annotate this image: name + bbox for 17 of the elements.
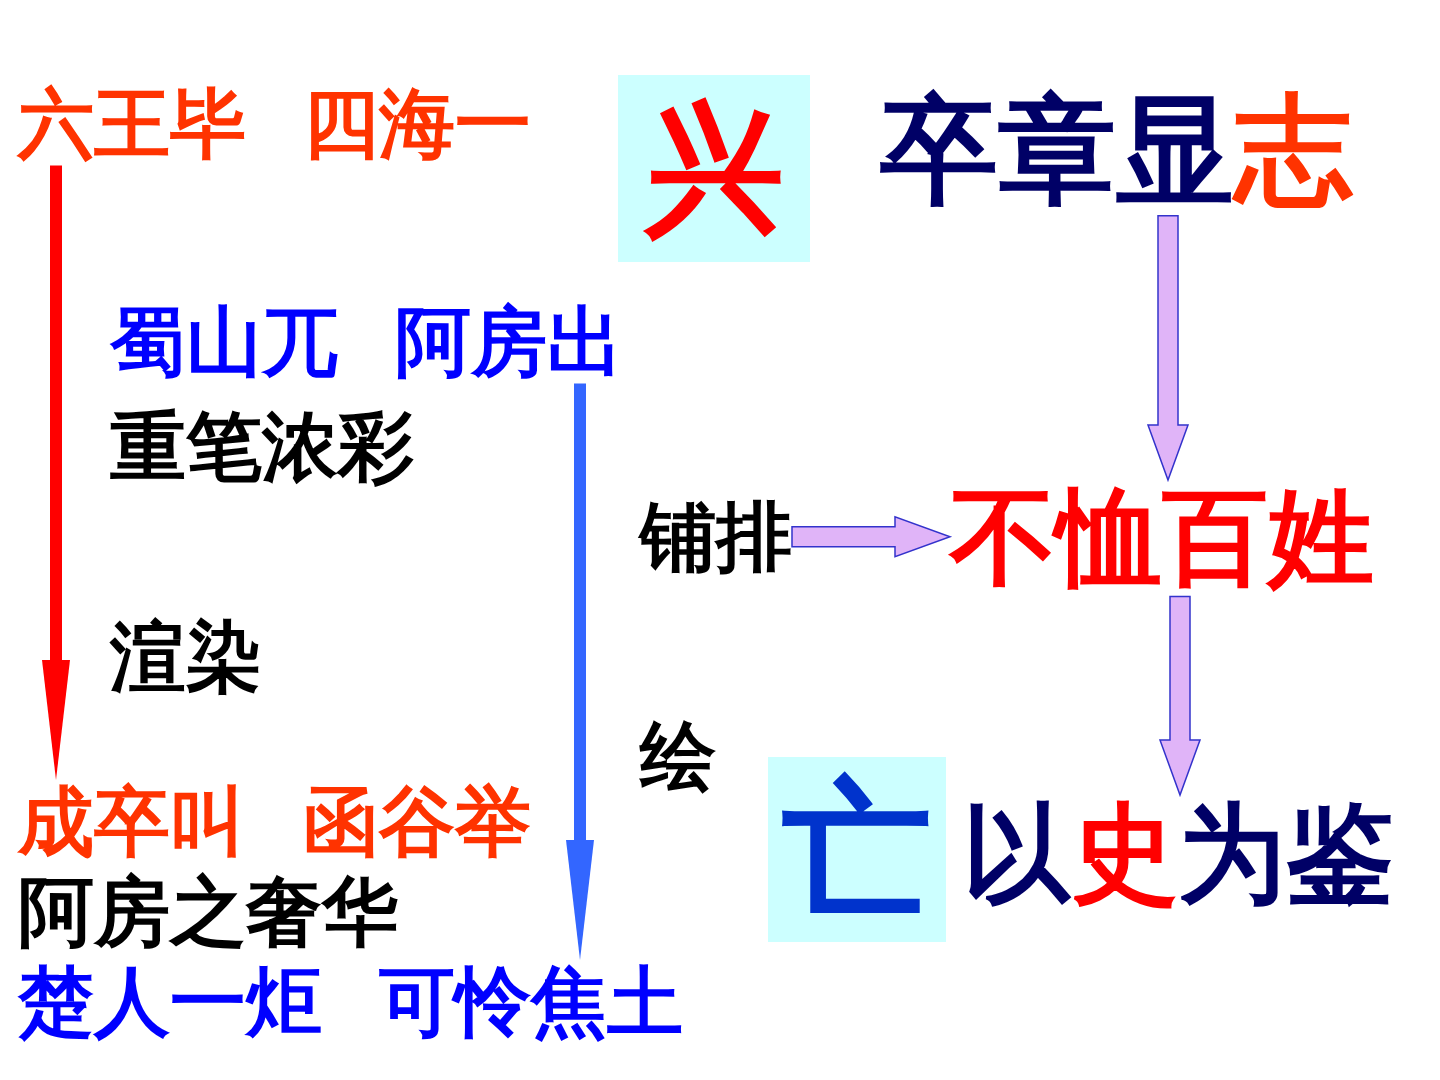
annotation-text: 阿房之奢华 <box>18 870 398 954</box>
phrase-text: 楚人一炬 可怜焦土 <box>18 960 683 1044</box>
annotation-text: 绘 <box>640 715 716 799</box>
theme-text: 卒章显志 <box>880 86 1352 216</box>
character-box: 亡 <box>768 757 946 942</box>
block-arrow <box>1146 215 1190 483</box>
phrase-text: 成卒叫 函谷举 <box>18 780 531 864</box>
keyword-text: 铺排 <box>640 495 792 579</box>
block-arrow <box>1158 595 1202 798</box>
character-box: 兴 <box>618 75 810 262</box>
block-arrow <box>791 515 953 558</box>
annotation-text: 重笔浓彩 <box>110 405 414 489</box>
phrase-text: 六王毕 四海一 <box>18 82 531 166</box>
annotation-text: 渲染 <box>110 615 262 699</box>
theme-text: 不恤百姓 <box>950 480 1374 597</box>
phrase-text: 蜀山兀 阿房出 <box>110 300 623 384</box>
theme-text: 以史为鉴 <box>962 795 1394 914</box>
